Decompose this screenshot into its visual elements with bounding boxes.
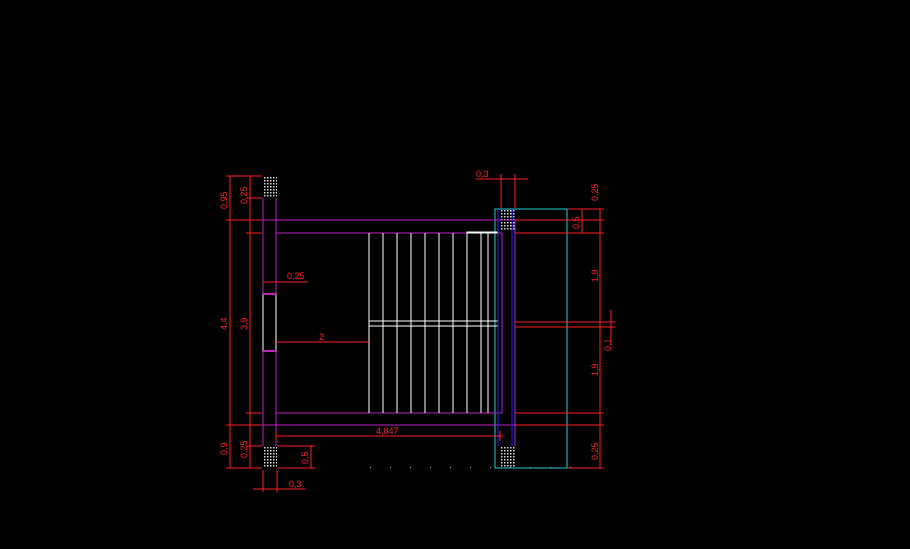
dim-right-19-bottom: 1,9	[590, 363, 600, 376]
bottom-dot	[530, 467, 531, 468]
step-top-edge	[466, 231, 499, 234]
bottom-dot	[510, 467, 511, 468]
dim-left-39: 3,9	[239, 317, 249, 330]
wall-outer	[262, 219, 516, 426]
bottom-dots	[370, 467, 571, 468]
dim-top-col-gap: 0,3	[476, 169, 489, 179]
dimension-lines	[226, 174, 615, 492]
dim-left-09: 0,9	[219, 442, 229, 455]
dim-left-095: 0,95	[219, 191, 229, 209]
bottom-dot	[490, 467, 491, 468]
stair-steps	[368, 231, 499, 413]
bottom-dot	[410, 467, 411, 468]
dim-left-44: 4,4	[219, 317, 229, 330]
bottom-dot	[470, 467, 471, 468]
bottom-dot	[450, 467, 451, 468]
left-opening	[262, 293, 277, 352]
dim-left-025-bottom: 0,25	[239, 440, 249, 458]
dim-right-05: 0,5	[571, 216, 581, 229]
column-bottom-right	[501, 446, 515, 468]
dim-bottom-03: 0,3	[289, 479, 302, 489]
dim-landing: 2	[319, 332, 324, 342]
dimension-labels: 0,3 0,95 0,25 4,4 3,9 0,25 2 0,9 0,25 0,…	[219, 169, 613, 489]
bottom-dot	[550, 467, 551, 468]
blue-lines	[497, 209, 513, 446]
dim-right-01: 0,1	[603, 338, 613, 351]
cyan-outline	[494, 208, 568, 469]
dim-bottom-05: 0,5	[300, 451, 310, 464]
wall-inner	[275, 232, 503, 414]
dim-right-19-top: 1,9	[590, 269, 600, 282]
bottom-dot	[430, 467, 431, 468]
bottom-dot	[570, 467, 571, 468]
dim-inner-025: 0,25	[287, 271, 305, 281]
column-bottom-left	[263, 446, 277, 468]
walls	[262, 198, 516, 446]
dim-right-025-top: 0,25	[590, 183, 600, 201]
dim-total-4847: 4,847	[376, 426, 399, 436]
column-top-left	[263, 176, 277, 198]
bottom-dot	[390, 467, 391, 468]
bottom-dot	[370, 467, 371, 468]
dim-left-025-top: 0,25	[239, 186, 249, 204]
dim-right-025-bottom: 0,25	[590, 442, 600, 460]
